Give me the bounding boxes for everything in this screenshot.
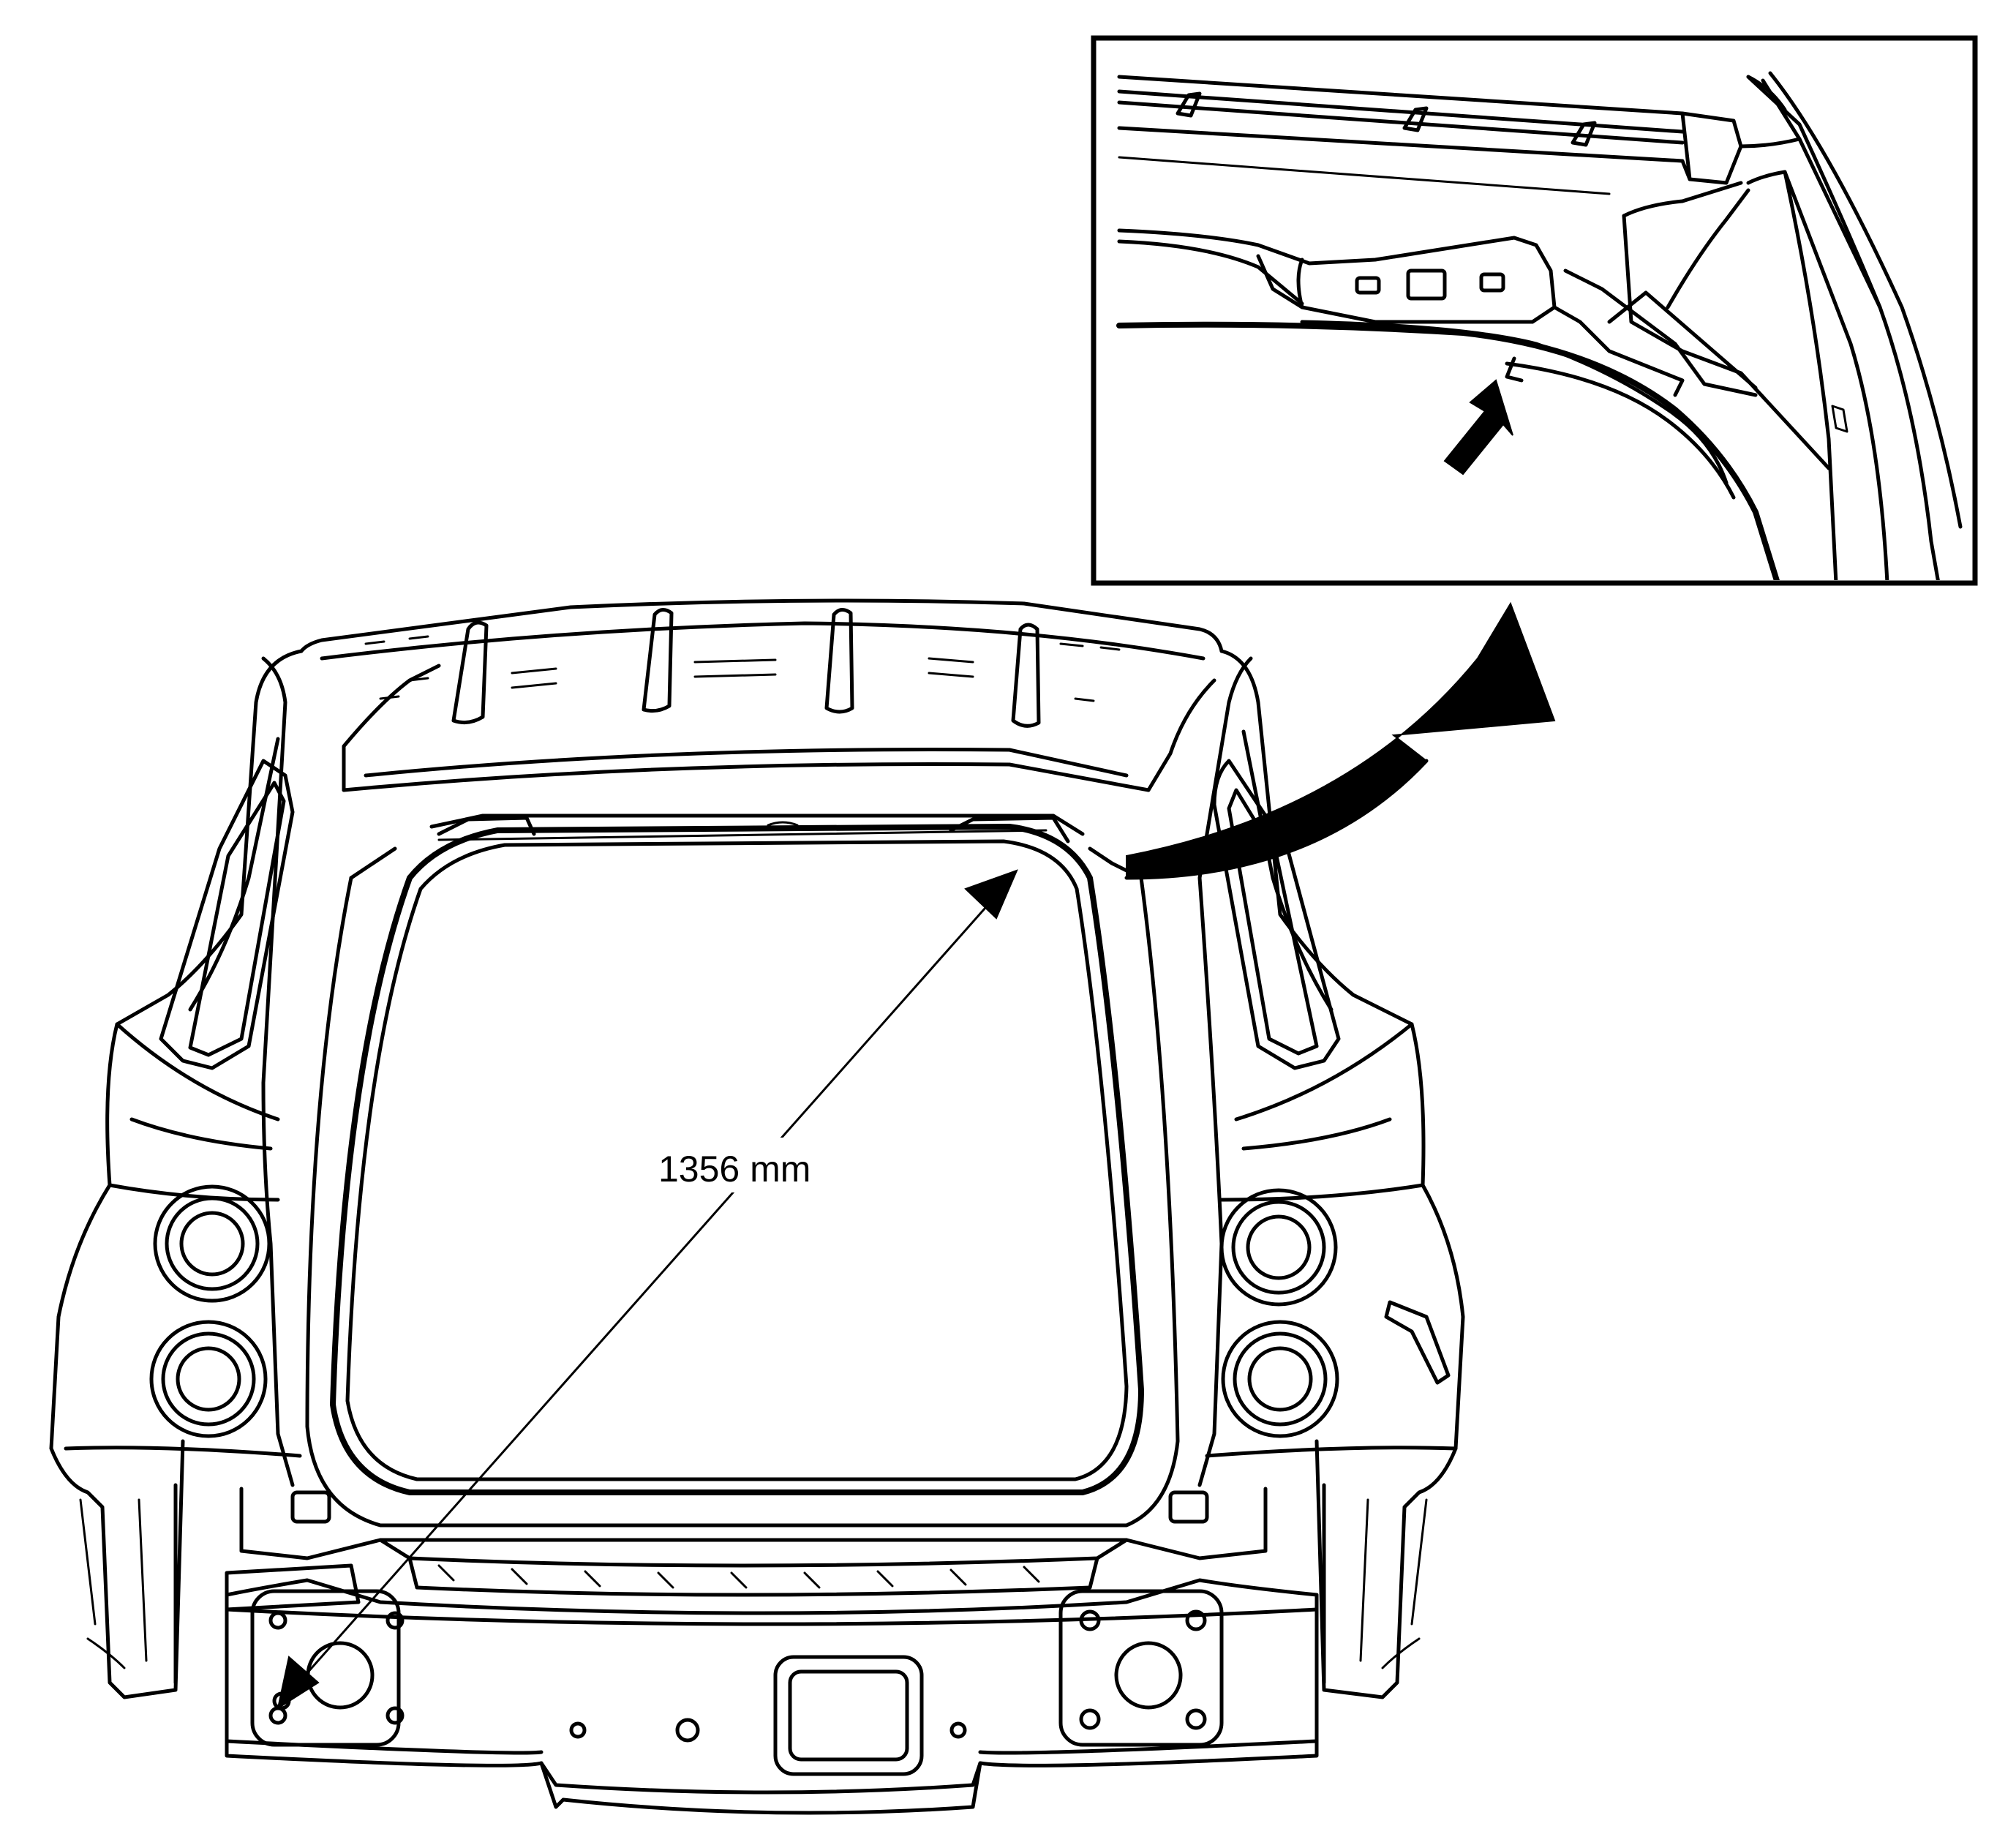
inset-pointer-arrow xyxy=(1443,379,1513,476)
detail-inset xyxy=(1091,35,1978,586)
roof-header xyxy=(299,598,1224,792)
right-lamp-lower xyxy=(1221,1320,1339,1438)
liftgate-opening xyxy=(305,814,1180,1528)
left-lamp-upper xyxy=(153,1184,271,1303)
roof-marks xyxy=(364,635,1121,702)
left-quarter-panel xyxy=(49,649,304,1699)
dimension-label: 1356 mm xyxy=(658,1149,810,1190)
dimension-arrowhead-upper xyxy=(964,869,1018,920)
right-lamp-upper xyxy=(1219,1188,1338,1307)
roof-ribs xyxy=(451,608,1041,728)
dimension-arrowhead-lower xyxy=(277,1656,320,1710)
left-lamp-lower xyxy=(149,1320,268,1438)
right-quarter-panel xyxy=(1197,649,1465,1699)
rear-body-view: 1356 mm xyxy=(49,598,1465,1815)
detail-inset-frame xyxy=(1091,35,1978,586)
callout-arrow xyxy=(1124,601,1556,880)
tail-lamp-housings xyxy=(149,1184,1339,1438)
dimension-measurement: 1356 mm xyxy=(272,869,1018,1710)
rear-lower-panel xyxy=(225,1487,1319,1815)
